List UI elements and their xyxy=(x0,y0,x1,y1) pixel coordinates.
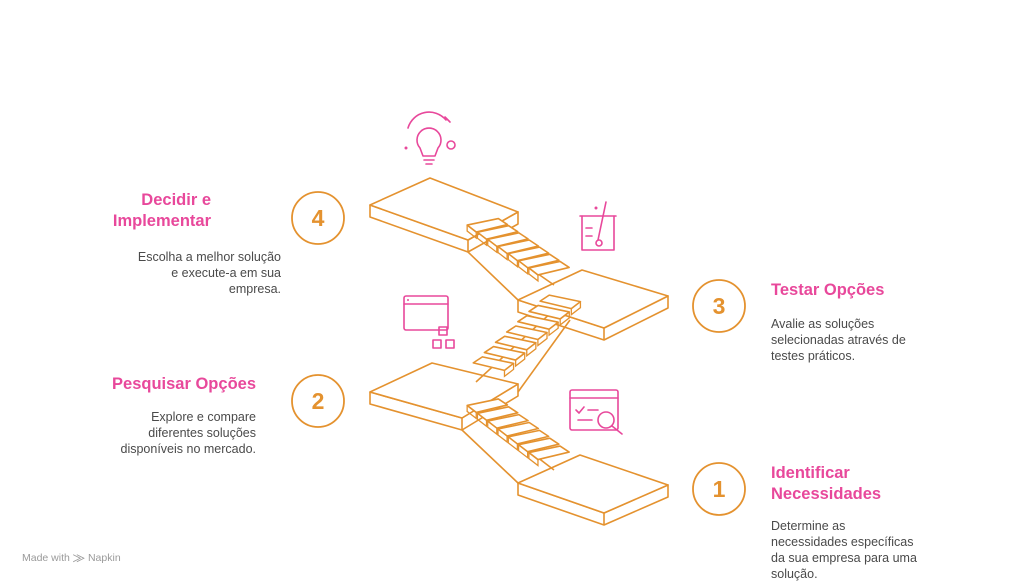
checklist-check xyxy=(575,406,585,414)
stairs-flight-3-4-riser xyxy=(507,253,519,268)
stairs-flight-2-3-riser xyxy=(514,353,526,368)
step-3-title: Testar Opções xyxy=(771,281,885,299)
stairs-flight-2-3-tread xyxy=(494,335,537,351)
stairs-flight-2-3-tread xyxy=(517,314,559,331)
stairs-flight-3-4-tread xyxy=(517,253,560,269)
stairs-flight-1-2-tread xyxy=(528,445,570,461)
number-circle-2 xyxy=(291,374,345,428)
stairs-flight-3-4-riser xyxy=(476,232,488,247)
support-line-2 xyxy=(461,429,519,484)
stairs-flight-1-2 xyxy=(466,398,570,471)
stairs-flight-3-4-riser xyxy=(517,260,529,276)
lightbulb-icon xyxy=(404,111,456,165)
stairs-flight-3-4-riser xyxy=(497,246,508,261)
stairs-flight-1-2-riser xyxy=(497,429,508,444)
stairs-flight-2-3-riser xyxy=(559,311,570,327)
stairs-flight-2-3-riser xyxy=(503,363,515,378)
stairs-flight-1-2-riser xyxy=(517,444,529,460)
stairs-flight-3-4-riser xyxy=(528,267,539,283)
stairs-flight-3-4-riser xyxy=(466,225,477,240)
stairs-flight-2-3-riser xyxy=(570,301,582,316)
stairs-flight-2-3-tread xyxy=(483,345,526,361)
support-line-4 xyxy=(467,251,519,301)
number-circle-4 xyxy=(692,462,746,516)
step-1-number: 1 xyxy=(712,476,726,502)
stairs-flight-1-2-tread xyxy=(507,429,550,445)
stairs-flight-3-4-tread xyxy=(507,246,550,262)
landing-3 xyxy=(517,269,669,341)
stairs-flight-1-2-tread xyxy=(497,421,540,437)
stairs-flight-2-3-tread xyxy=(505,325,548,341)
number-circle-3 xyxy=(692,279,746,333)
stairs-flight-2-3-riser xyxy=(548,322,559,337)
stairs-flight-1-2-riser xyxy=(528,452,539,467)
beaker-rod xyxy=(597,201,607,241)
stairs-flight-3-4-riser xyxy=(487,239,498,254)
napkin-logo-icon: ⨠ xyxy=(72,552,86,564)
stairs-flight-3-4-tread xyxy=(528,260,570,276)
beaker-drop xyxy=(594,206,598,210)
beaker-bubble xyxy=(595,239,603,247)
stairs-flight-2-3-tread xyxy=(539,294,582,310)
stairs-flight-1-2-tread xyxy=(517,437,560,453)
stairs-flight-1-2-riser xyxy=(507,436,519,452)
magnifier-handle xyxy=(611,425,623,435)
stairs-flight-3-4-tread xyxy=(497,239,540,255)
browser-dot xyxy=(407,299,409,301)
stairs-flight-1-2-tread xyxy=(476,405,519,422)
stairs-flight-1-2-tread xyxy=(486,413,529,429)
stairs-flight-2-3-tread xyxy=(528,304,571,320)
stairs-flight-2-3 xyxy=(472,294,582,383)
beaker-body xyxy=(581,215,615,251)
landing-3-top xyxy=(517,269,669,329)
stairs-flight-3-4-tread xyxy=(486,232,529,248)
footer-credit: Made with ⨠ Napkin xyxy=(22,552,121,565)
lightbulb-bulb xyxy=(416,127,442,157)
lightbulb-arc-mark xyxy=(444,116,451,123)
lightbulb-arc xyxy=(407,111,447,129)
stairs-flight-2-3-riser xyxy=(537,332,548,347)
step-2-title: Pesquisar Opções xyxy=(112,375,256,393)
stairs-flight-2-3-tread xyxy=(472,356,515,372)
browser-blocks-icon xyxy=(403,295,455,349)
stairs-flight-3-4-tread xyxy=(476,224,519,241)
stairs-flight-1-2-tread xyxy=(466,398,509,414)
landing-1-top xyxy=(517,454,669,514)
browser-window xyxy=(403,295,449,331)
lightbulb-spark xyxy=(404,146,408,150)
block-left xyxy=(432,339,442,349)
block-right xyxy=(445,339,455,349)
step-3-number: 3 xyxy=(712,293,726,319)
checklist-window xyxy=(569,389,619,431)
stairs-flight-3-4-tread xyxy=(466,217,509,233)
footer-brand: Napkin xyxy=(87,552,121,564)
magnifier-lens xyxy=(597,411,615,429)
step-2-number: 2 xyxy=(311,388,325,414)
stairs-flight-3-4 xyxy=(466,217,570,286)
stairs-flight-1-2-riser xyxy=(466,405,477,420)
step-4-number: 4 xyxy=(311,205,325,231)
stairs-flight-2-3-riser xyxy=(526,342,537,358)
support-line-3 xyxy=(517,319,571,393)
landing-1 xyxy=(517,454,669,526)
beaker-icon xyxy=(579,201,617,251)
number-circle-1 xyxy=(291,191,345,245)
block-top xyxy=(438,326,448,336)
stairs-flight-1-2-riser xyxy=(476,413,488,428)
footer-made-with: Made with xyxy=(22,552,70,564)
checklist-search-icon xyxy=(569,389,623,435)
stairs-flight-1-2-riser xyxy=(487,421,498,436)
lightbulb-dot xyxy=(446,140,456,150)
